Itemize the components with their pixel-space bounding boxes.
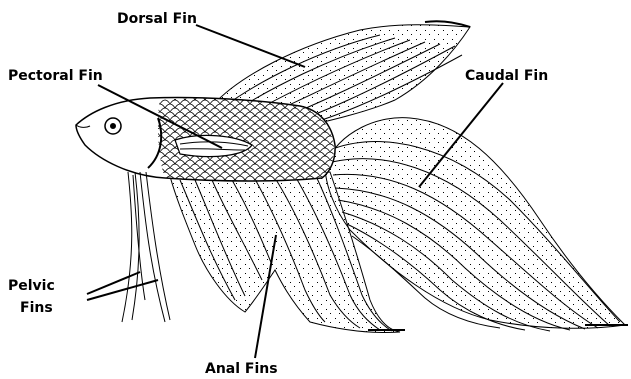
pelvic-fins-leader-1 — [87, 272, 140, 294]
pelvic-fins-label-line2: Fins — [20, 300, 53, 316]
pectoral-fin-label: Pectoral Fin — [8, 68, 103, 84]
caudal-fin — [325, 118, 628, 331]
pelvic-fins-label-line1: Pelvic — [8, 278, 55, 294]
anal-fins-label: Anal Fins — [205, 361, 278, 377]
caudal-fin-label: Caudal Fin — [465, 68, 548, 84]
pelvic-fins — [122, 172, 170, 322]
dorsal-fin-leader — [196, 25, 305, 67]
dorsal-fin-label: Dorsal Fin — [117, 11, 197, 27]
